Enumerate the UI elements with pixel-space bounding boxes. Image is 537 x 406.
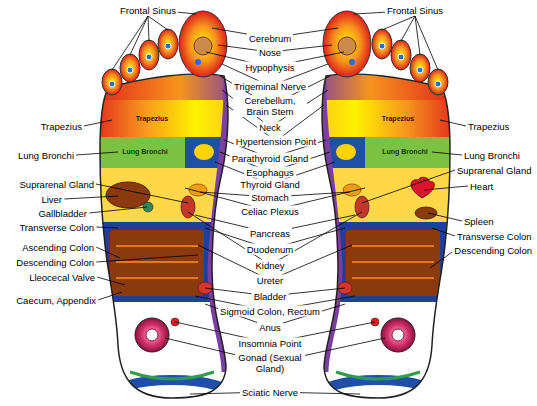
organ-label: Heart — [468, 181, 495, 192]
organ-label: Ureter — [255, 275, 285, 286]
organ-label: Stomach — [249, 192, 291, 203]
organ-label: Thyroid Gland — [238, 179, 302, 190]
zone-label: Lung Bronchi — [382, 148, 428, 156]
organ-label: Lleocecal Valve — [27, 272, 97, 283]
organ-label: Frontal Sinus — [385, 5, 445, 16]
organ-label: Duodenum — [245, 244, 295, 255]
organ-label: Celiac Plexus — [239, 206, 301, 217]
organ-label: Suprarenal Gland — [18, 179, 96, 190]
organ-label: Hypertension Point — [234, 136, 318, 147]
organ-label: Nose — [257, 47, 283, 58]
art-ellipse — [415, 207, 437, 219]
organ-label: Gallbladder — [36, 208, 89, 219]
organ-label: Spleen — [462, 216, 496, 227]
organ-label: Pancreas — [248, 228, 292, 239]
organ-label: Gonad (Sexual Gland) — [235, 352, 305, 374]
organ-label: Transverse Colon — [17, 222, 96, 233]
organ-label: Hypophysis — [243, 62, 296, 73]
organ-label: Sigmoid Colon, Rectum — [218, 306, 322, 317]
organ-label: Kidney — [253, 260, 286, 271]
zone-label: Trapezius — [382, 115, 414, 123]
leader-lines — [64, 12, 468, 394]
organ-label: Cerebrum — [247, 33, 293, 44]
organ-label: Insomnia Point — [237, 338, 304, 349]
art-path — [112, 12, 196, 70]
organ-label: Transverse Colon — [455, 231, 534, 242]
organ-label: Liver — [39, 194, 64, 205]
organ-label: Trigeminal Nerve — [232, 81, 308, 92]
organ-label: Parathyroid Gland — [230, 153, 311, 164]
organ-label: Ascending Colon — [20, 242, 96, 253]
organ-label: Trapezius — [39, 121, 84, 132]
right-foot-group — [310, 11, 460, 406]
organ-label: Suprarenal Gland — [455, 165, 533, 176]
zone-label: Trapezius — [136, 115, 168, 123]
organ-label: Sciatic Nerve — [240, 387, 300, 398]
organ-label: Bladder — [252, 291, 289, 302]
organ-label: Neck — [257, 122, 283, 133]
organ-label: Anus — [257, 322, 283, 333]
organ-label: Descending Colon — [14, 257, 96, 268]
art-path — [411, 177, 434, 198]
organ-label: Frontal Sinus — [118, 5, 178, 16]
zone-label: Lung Bronchi — [122, 148, 168, 156]
organ-label: Descending Colon — [452, 245, 534, 256]
organ-label: Lung Bronchi — [16, 150, 76, 161]
art-path — [188, 212, 362, 265]
art-ellipse — [106, 182, 150, 208]
art-path — [354, 12, 438, 70]
organ-label: Caecum, Appendix — [14, 295, 98, 306]
organ-label: Lung Bronchi — [462, 150, 522, 161]
organ-label: Esophagus — [244, 167, 296, 178]
organ-label: Trapezius — [466, 121, 511, 132]
right-organs — [411, 177, 437, 219]
right-foot — [310, 11, 460, 406]
left-foot — [90, 11, 240, 406]
organ-label: Cerebellum, Brain Stem — [233, 95, 307, 117]
